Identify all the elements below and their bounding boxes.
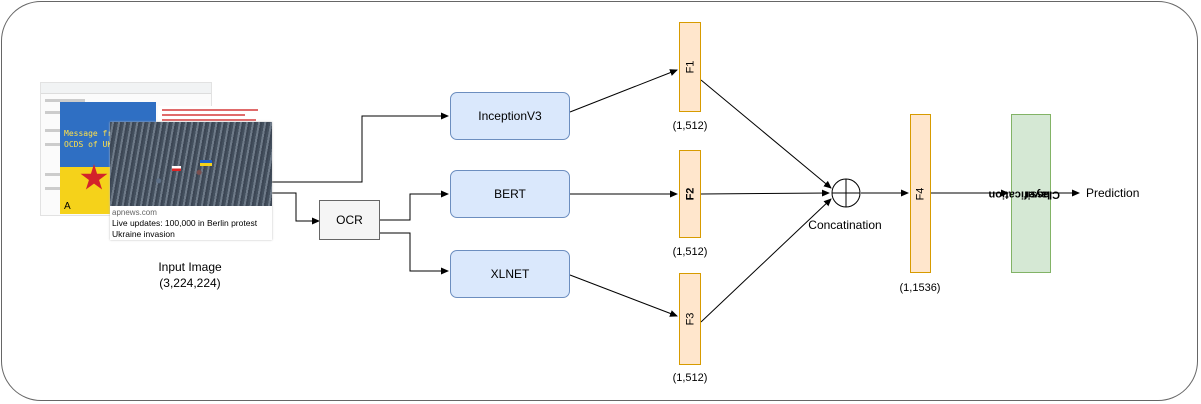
bert-node: BERT — [450, 170, 570, 218]
edge-image-inception — [272, 112, 449, 183]
feature-f1-shape: (1,512) — [672, 120, 708, 132]
feature-f4-label: F4 — [914, 187, 927, 200]
feature-f2-shape: (1,512) — [672, 246, 708, 258]
inceptionv3-label: InceptionV3 — [478, 109, 542, 123]
edge-f1-concat — [700, 79, 832, 189]
feature-f2: F2 — [679, 150, 701, 238]
flag-icon — [200, 160, 212, 166]
feature-f2-label: F2 — [684, 187, 696, 201]
poster-letter: A — [64, 201, 71, 212]
star-icon — [80, 164, 108, 190]
concat-label: Concatination — [808, 218, 882, 232]
inceptionv3-node: InceptionV3 — [450, 92, 570, 140]
feature-f4: F4 — [910, 114, 931, 273]
feature-f4-shape: (1,1536) — [899, 282, 941, 294]
bert-label: BERT — [494, 187, 526, 201]
news-card: apnews.com Live updates: 100,000 in Berl… — [110, 122, 272, 240]
prediction-label: Prediction — [1086, 186, 1140, 200]
edge-f2-concat — [700, 189, 830, 197]
tweet-snippet — [158, 106, 262, 126]
edge-image-ocr — [272, 192, 320, 225]
poster-text: Message fro OCDS of UKR — [64, 129, 117, 149]
ocr-node: OCR — [319, 200, 380, 240]
news-headline: Live updates: 100,000 in Berlin protest … — [112, 218, 258, 239]
flag-icon — [172, 166, 181, 171]
feature-f3: F3 — [679, 273, 701, 365]
input-image: Message fro OCDS of UKR A apnews.com Liv… — [40, 82, 272, 240]
xlnet-label: XLNET — [490, 267, 530, 281]
feature-f1: F1 — [679, 22, 701, 112]
classification-label-line2: layer — [1024, 188, 1051, 200]
edge-ocr-xlnet — [380, 232, 449, 275]
feature-f3-shape: (1,512) — [672, 372, 708, 384]
feature-f3-label: F3 — [684, 312, 696, 326]
xlnet-node: XLNET — [450, 250, 570, 298]
input-image-label: Input Image — [158, 260, 222, 274]
input-image-shape: (3,224,224) — [159, 276, 221, 290]
protest-photo — [110, 122, 272, 206]
concat-operator-icon — [831, 178, 861, 208]
edge-inception-f1 — [569, 69, 678, 113]
feature-f1-label: F1 — [684, 60, 696, 74]
ocr-label: OCR — [336, 213, 363, 227]
news-source: apnews.com — [112, 208, 157, 217]
classification-layer: Classification layer — [989, 114, 1060, 273]
edge-ocr-bert — [380, 190, 449, 221]
edge-xlnet-f3 — [569, 274, 678, 317]
edge-f3-concat — [700, 198, 832, 323]
